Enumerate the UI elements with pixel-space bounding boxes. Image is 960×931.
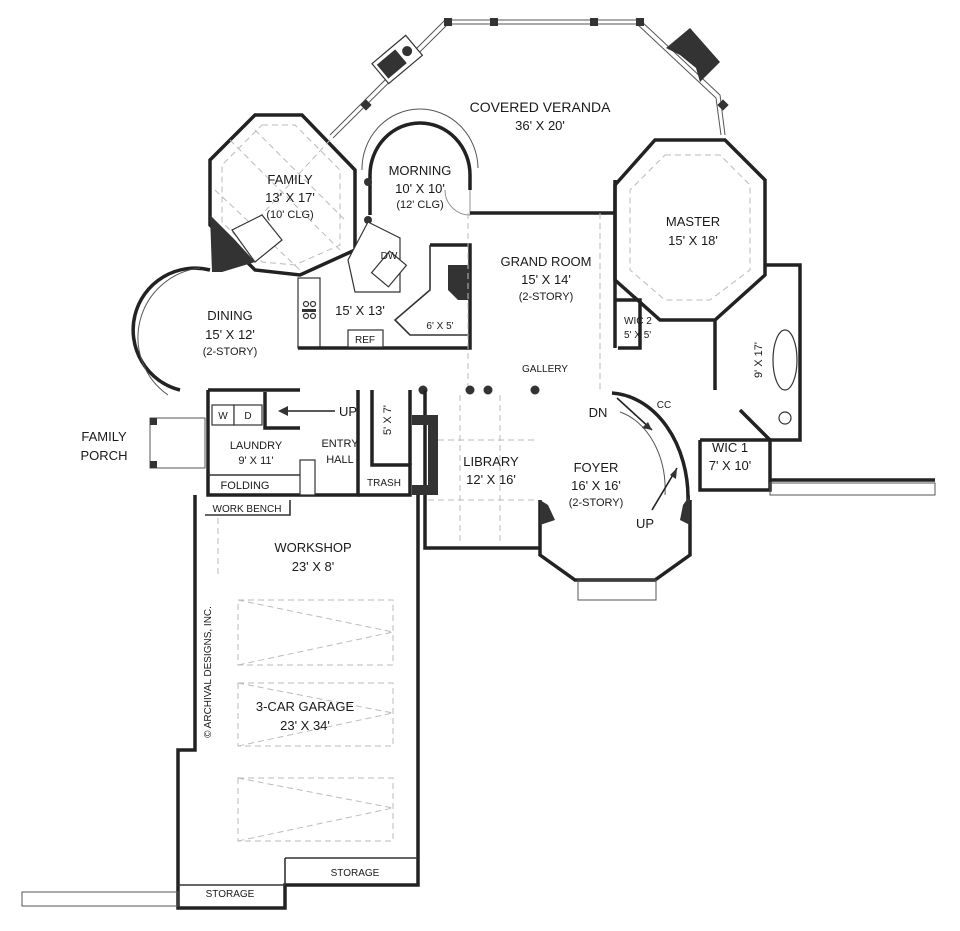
outdoor-fireplace-icon: [666, 28, 720, 82]
storage-left-label: STORAGE: [206, 889, 255, 900]
entry-hall-line1: ENTRY: [321, 438, 359, 450]
morning-size: 10' X 10': [395, 181, 445, 196]
front-door: [577, 579, 657, 601]
grand-room-name: GRAND ROOM: [501, 254, 592, 269]
foyer-stair: [538, 391, 692, 601]
pantry-size: 6' X 5': [426, 321, 453, 332]
rear-stair-up-label: UP: [339, 404, 357, 419]
library-size: 12' X 16': [466, 472, 516, 487]
morning-room-walls: [361, 108, 615, 216]
toilet-icon: [778, 411, 792, 425]
kitchen-size: 15' X 13': [335, 303, 385, 318]
cooktop-icon: [302, 300, 317, 320]
wic1-size: 7' X 10': [709, 458, 752, 473]
family-porch-line1: FAMILY: [81, 429, 127, 444]
grand-room-note: (2-STORY): [519, 291, 574, 303]
garage-size: 23' X 34': [280, 718, 330, 733]
washer-label: W: [218, 411, 228, 422]
laundry-name: LAUNDRY: [230, 440, 283, 452]
grand-room-size: 15' X 14': [521, 272, 571, 287]
grill-icon: [371, 34, 424, 85]
garage-walls: [21, 495, 420, 910]
master-name: MASTER: [666, 214, 720, 229]
dining-note: (2-STORY): [203, 346, 258, 358]
veranda-outline: [329, 18, 729, 139]
veranda-name: COVERED VERANDA: [470, 99, 611, 115]
storage-right-label: STORAGE: [331, 868, 380, 879]
trash-label: TRASH: [367, 478, 401, 489]
dining-room-walls: [131, 266, 211, 396]
family-note: (10' CLG): [266, 209, 313, 221]
foyer-size: 16' X 16': [571, 478, 621, 493]
work-bench-label: WORK BENCH: [213, 504, 282, 515]
library-walls: [412, 390, 540, 550]
workshop-size: 23' X 8': [292, 559, 335, 574]
refrigerator-label: REF: [355, 335, 375, 346]
kitchen: [297, 216, 472, 350]
dining-size: 15' X 12': [205, 327, 255, 342]
wic2-size: 5' X 5': [624, 330, 651, 341]
wic2-name: WIC 2: [624, 316, 652, 327]
family-name: FAMILY: [267, 172, 313, 187]
family-porch-line2: PORCH: [81, 448, 128, 463]
dryer-label: D: [244, 411, 251, 422]
laundry-entry-walls: [149, 388, 412, 497]
refrigerator-icon: [347, 329, 384, 348]
master-size: 15' X 18': [668, 233, 718, 248]
laundry-size: 9' X 11': [238, 455, 273, 467]
morning-note: (12' CLG): [396, 199, 443, 211]
master-suite-walls: [613, 138, 936, 496]
wic1-name: WIC 1: [712, 440, 748, 455]
dryer-icon: [233, 404, 263, 426]
foyer-stair-down-label: DN: [589, 405, 608, 420]
copyright-credit: © ARCHIVAL DESIGNS, INC.: [203, 606, 214, 738]
coat-closet-label: CC: [657, 400, 671, 411]
foyer-name: FOYER: [574, 460, 619, 475]
dishwasher-label: DW: [381, 251, 398, 262]
room-labels: COVERED VERANDA 36' X 20' FAMILY 13' X 1…: [81, 99, 765, 900]
folding-label: FOLDING: [221, 480, 270, 492]
morning-name: MORNING: [389, 163, 452, 178]
entry-hall-line2: HALL: [326, 454, 354, 466]
bathtub-icon: [772, 329, 798, 391]
foyer-stair-up-label: UP: [636, 516, 654, 531]
dining-name: DINING: [207, 308, 253, 323]
library-name: LIBRARY: [463, 454, 519, 469]
gallery-name: GALLERY: [522, 364, 568, 375]
master-bath-size: 9' X 17': [753, 342, 765, 378]
family-room-walls: [208, 113, 357, 277]
family-size: 13' X 17': [265, 190, 315, 205]
powder-room-size: 5' X 7': [382, 405, 394, 435]
dishwasher-icon: [370, 250, 408, 288]
workshop-name: WORKSHOP: [274, 540, 351, 555]
veranda-size: 36' X 20': [515, 118, 565, 133]
garage-name: 3-CAR GARAGE: [256, 699, 355, 714]
foyer-note: (2-STORY): [569, 497, 624, 509]
